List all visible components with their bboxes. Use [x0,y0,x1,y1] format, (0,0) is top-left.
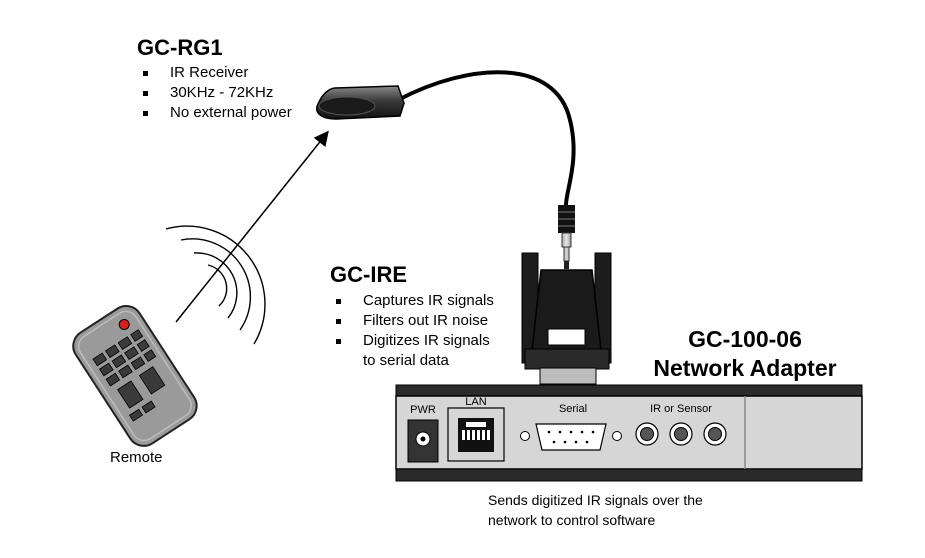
gc-ire-converter-icon [521,252,612,385]
caption-line1: Sends digitized IR signals over the [488,492,703,508]
adapter-title-line1: GC-100-06 [688,326,802,352]
port-label-lan: LAN [465,396,487,408]
ir-wave-icon [165,225,266,345]
list-item-text: Digitizes IR signals [363,332,490,349]
list-item: Captures IR signals [330,291,530,311]
power-jack-icon [407,419,439,463]
remote-control-icon [72,305,198,447]
caption-line2: network to control software [488,512,656,528]
list-item: No external power [137,103,337,123]
serial-port-icon [520,423,622,451]
adapter-title-line2: Network Adapter [653,355,837,381]
ir-sensor-jack-icon [635,422,727,446]
remote-label: Remote [110,449,163,466]
adapter-caption: Sends digitized IR signals over the netw… [488,490,788,530]
list-item: 30KHz - 72KHz [137,83,337,103]
port-label-serial: Serial [558,403,588,415]
receiver-feature-list: IR Receiver 30KHz - 72KHz No external po… [137,63,337,123]
converter-feature-list: Captures IR signals Filters out IR noise… [330,291,530,371]
list-item: Digitizes IR signals to serial data [330,331,530,371]
list-item-continuation: to serial data [363,352,449,369]
port-label-ir: IR or Sensor [650,403,712,415]
port-label-power: PWR [410,404,436,416]
lan-port-icon [447,407,505,462]
ir-receiver-icon [316,85,405,120]
receiver-title: GC-RG1 [137,35,223,60]
converter-title: GC-IRE [330,262,407,287]
receiver-cable [397,70,576,206]
adapter-title: GC-100-06 Network Adapter [640,325,850,383]
list-item: IR Receiver [137,63,337,83]
mini-plug-icon [558,205,575,269]
ir-signal-arrow [175,130,329,323]
list-item: Filters out IR noise [330,311,530,331]
